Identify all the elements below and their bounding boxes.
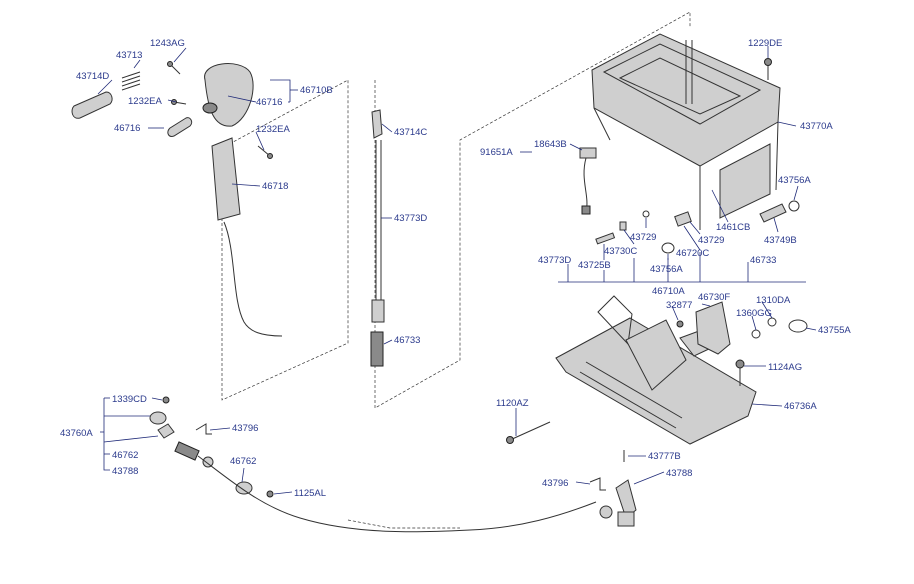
bushing-46720c: [674, 211, 692, 227]
label-43788-2: 43788: [666, 468, 692, 479]
clip-43796-2: [589, 477, 606, 491]
label-46716-2: 46716: [256, 97, 282, 108]
label-43714c: 43714C: [394, 127, 427, 138]
housing-43770a: [591, 33, 781, 230]
ring-43756a-2: [788, 200, 800, 212]
label-43729-1: 43729: [630, 232, 656, 243]
label-43755a: 43755A: [818, 325, 851, 336]
label-46762-1: 46762: [112, 450, 138, 461]
label-1229de: 1229DE: [748, 38, 782, 49]
clamp-43755a: [788, 319, 808, 333]
label-1461cb: 1461CB: [716, 222, 750, 233]
bolt-32877: [676, 320, 684, 328]
spring-46733: [370, 331, 384, 367]
label-1232ea-2: 1232EA: [256, 124, 290, 135]
base-plate-46736a: [555, 295, 757, 445]
ring-43756a: [661, 242, 675, 254]
label-43773d-2: 43773D: [538, 255, 571, 266]
clip-43796-1: [195, 423, 212, 435]
label-43756a-2: 43756A: [650, 264, 683, 275]
assembly-guides: [221, 11, 691, 529]
label-43770a: 43770A: [800, 121, 833, 132]
bolt-1229de: [764, 58, 772, 80]
group-bracket: [558, 252, 806, 283]
label-1360gg: 1360GG: [736, 308, 772, 319]
label-46720c: 46720C: [676, 248, 709, 259]
bolt-1120az: [506, 421, 551, 444]
label-43729-2: 43729: [698, 235, 724, 246]
label-43777b: 43777B: [648, 451, 681, 462]
button-43714d: [71, 91, 113, 119]
label-46710b: 46710B: [300, 85, 333, 96]
label-46736a: 46736A: [784, 401, 817, 412]
label-46733-2: 46733: [750, 255, 776, 266]
plate-46730f: [695, 301, 731, 355]
label-46716-1: 46716: [114, 123, 140, 134]
pin-43725b: [595, 232, 616, 245]
clip-43729-1: [642, 210, 650, 218]
label-1125al: 1125AL: [294, 488, 326, 499]
label-43760a: 43760A: [60, 428, 93, 439]
label-46730f: 46730F: [698, 292, 730, 303]
screw-1232ea-2: [257, 145, 273, 159]
pin-43730c: [619, 221, 627, 231]
label-46710a: 46710A: [652, 286, 685, 297]
screw-1243ag: [167, 61, 181, 75]
spring-43713: [121, 71, 141, 91]
bolt-1124ag: [735, 359, 745, 386]
label-1310da: 1310DA: [756, 295, 791, 306]
clip-1310da: [767, 317, 777, 327]
label-43713: 43713: [116, 50, 142, 61]
label-1232ea-1: 1232EA: [128, 96, 162, 107]
label-43796-2: 43796: [542, 478, 568, 489]
label-1243ag: 1243AG: [150, 38, 185, 49]
label-43730c: 43730C: [604, 246, 637, 257]
lever-boot-46718: [211, 137, 283, 337]
leader-lines: [97, 46, 817, 495]
rod-43773d: [371, 140, 385, 323]
label-46733-1: 46733: [394, 335, 420, 346]
label-18643b: 18643B: [534, 139, 567, 150]
label-43796-1: 43796: [232, 423, 258, 434]
label-43749b: 43749B: [764, 235, 797, 246]
washer-1360gg: [751, 329, 761, 339]
rod-43714c: [371, 109, 383, 139]
label-32877: 32877: [666, 300, 692, 311]
shift-knob: [202, 63, 254, 127]
label-1120az: 1120AZ: [496, 398, 529, 409]
label-43725b: 43725B: [578, 260, 611, 271]
cap-46716: [167, 117, 193, 137]
label-43714d: 43714D: [76, 71, 109, 82]
label-46718: 46718: [262, 181, 288, 192]
nut-1339cd: [162, 396, 170, 404]
label-43756a-1: 43756A: [778, 175, 811, 186]
label-91651a: 91651A: [480, 147, 513, 158]
label-43773d-1: 43773D: [394, 213, 427, 224]
part-labels: 43714D 43713 1243AG 1232EA 46716 46716 4…: [60, 38, 851, 499]
cylinder-43749b: [759, 203, 787, 223]
screw-1232ea-1: [171, 99, 187, 105]
label-46762-2: 46762: [230, 456, 256, 467]
label-1339cd: 1339CD: [112, 394, 147, 405]
bolt-1125al: [266, 490, 274, 498]
label-43788-1: 43788: [112, 466, 138, 477]
label-1124ag: 1124AG: [768, 362, 802, 373]
switch-18643b: [579, 147, 597, 215]
shift-cable-43760a: [149, 411, 637, 533]
